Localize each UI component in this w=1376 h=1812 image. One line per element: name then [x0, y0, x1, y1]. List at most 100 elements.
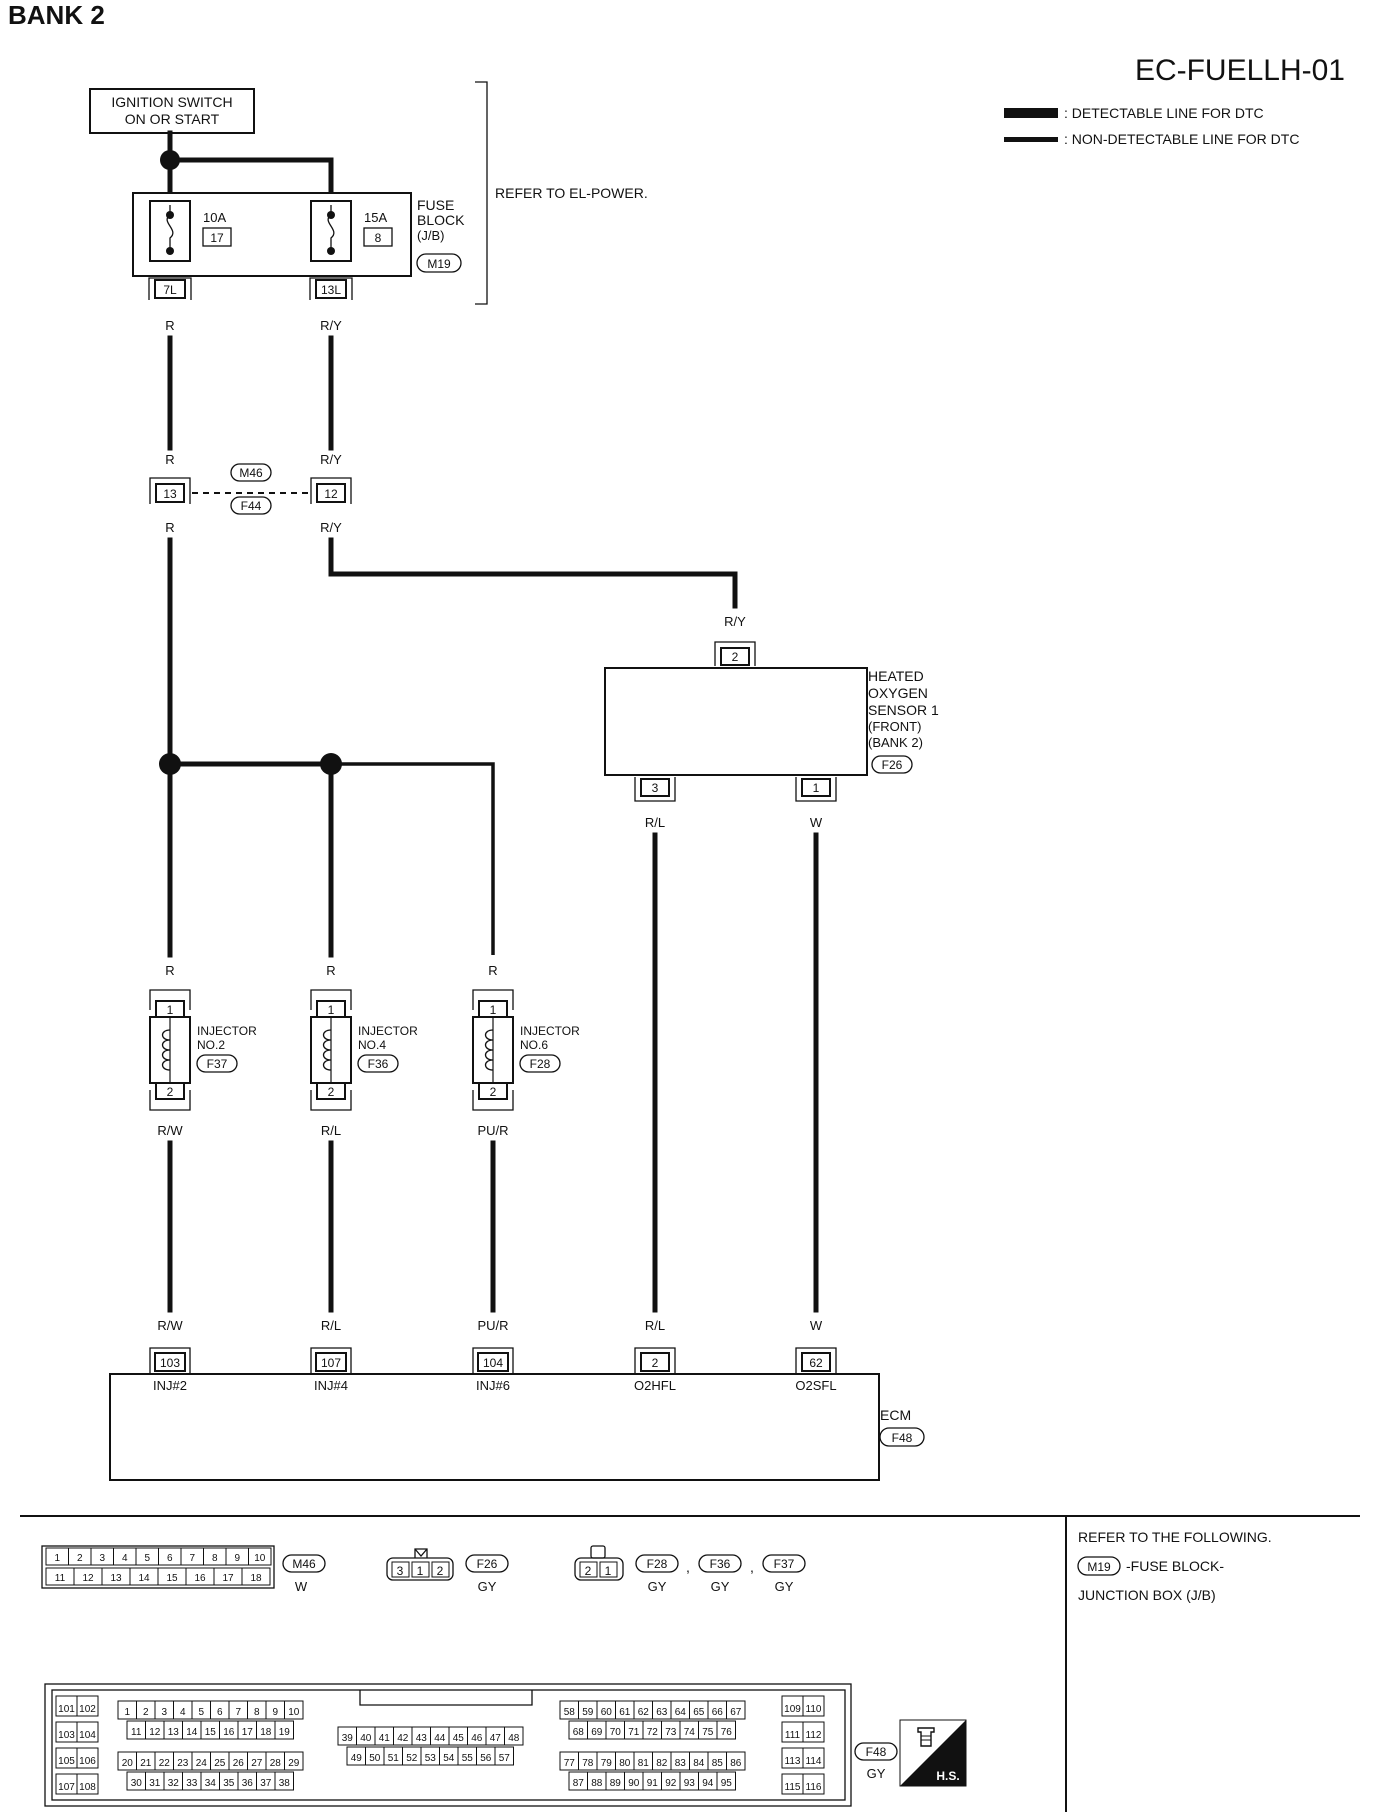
ecm-right-pin-label: 110: [806, 1704, 822, 1715]
ecm-right-cell: [802, 1695, 825, 1717]
o2-l4: (FRONT): [868, 719, 921, 734]
ecm-b2r1-pin-label: 40: [360, 1733, 372, 1744]
ecm-right-pin-label: 113: [785, 1756, 801, 1767]
refer-line3: JUNCTION BOX (J/B): [1078, 1587, 1216, 1603]
ecm-box: [109, 1373, 880, 1481]
ecm-left-pin-label: 103: [58, 1730, 75, 1741]
ecm-b1r3-pin-label: 25: [214, 1758, 226, 1769]
m46-frame: [41, 1545, 275, 1589]
fuse-b-num: 8: [375, 231, 382, 245]
wire-label-ry-2: R/Y: [320, 452, 342, 467]
ecm-b3r1-pin-label: 62: [638, 1707, 650, 1718]
ecm-b1r3-pin-label: 26: [233, 1758, 245, 1769]
ecm-b3r2-pin-label: 72: [647, 1727, 659, 1738]
inj6-conn-badge: [519, 1054, 561, 1073]
inj6-conn: F28: [530, 1057, 551, 1071]
ecm-b2r1-pin-label: 48: [508, 1733, 520, 1744]
ecm-b3r1-pin-label: 66: [712, 1707, 724, 1718]
ecm-b3r2-pin-label: 71: [628, 1727, 640, 1738]
ecm-b1r1-pin-label: 2: [143, 1707, 149, 1718]
wires-o2-to-ecm: [652, 832, 819, 1313]
ecm-right-pin-label: 109: [784, 1704, 801, 1715]
o2-pin-right: 1: [813, 781, 820, 795]
ecm-b3r3-pin-label: 82: [656, 1758, 668, 1769]
m46-badge: [282, 1554, 326, 1573]
harness-badge-top: [230, 463, 272, 482]
ecm-b1r2-pin-label: 12: [149, 1727, 161, 1738]
ecm-label: ECM: [880, 1407, 911, 1423]
ecm-left-cell: [76, 1747, 99, 1769]
ecm-right-pin-label: 115: [785, 1782, 801, 1793]
ecm-b1r4-pin-label: 32: [168, 1778, 180, 1789]
ecm-pin-name-inj4: INJ#4: [314, 1378, 348, 1393]
wire-label-rl-2: R/L: [321, 1318, 341, 1333]
hs-label: H.S.: [936, 1769, 959, 1783]
ecm-b2r1-pin-label: 46: [471, 1733, 483, 1744]
ecm-b3r1-pin-label: 67: [730, 1707, 742, 1718]
fuse-15a: [310, 200, 352, 262]
ecm-b3r3-pin-label: 79: [601, 1758, 613, 1769]
m46-bottom-pin-label: 12: [82, 1573, 94, 1584]
wire-label-pur-1: PU/R: [477, 1123, 508, 1138]
fuse-block-l1: FUSE: [417, 197, 454, 213]
wire-label-rw-1: R/W: [157, 1123, 183, 1138]
ecm-pin-num-inj4: 107: [321, 1356, 341, 1370]
inj4-conn-badge: [357, 1054, 399, 1073]
ecm-b3r4-pin-label: 87: [573, 1778, 585, 1789]
fuse-b-num-box: [363, 227, 393, 247]
ecm-conn: F48: [892, 1431, 913, 1445]
ecm-b1r1-pin-label: 6: [217, 1707, 223, 1718]
wires-inj-to-ecm: [167, 1140, 496, 1313]
inj4-l1: INJECTOR: [358, 1024, 418, 1038]
ecm-b3r1-pin-label: 58: [564, 1707, 576, 1718]
m46-top-pin-label: 8: [212, 1553, 218, 1564]
inj2-l2: NO.2: [197, 1038, 225, 1052]
inj2-pin2: 2: [167, 1085, 174, 1099]
ecm-b1r4-pin-label: 34: [205, 1778, 217, 1789]
ecm-b1r1-pin-label: 4: [180, 1707, 186, 1718]
ecm-b2r2-pin-label: 52: [406, 1753, 418, 1764]
m46-conn: M46: [292, 1557, 316, 1571]
ecm-b1r2-pin-label: 13: [168, 1727, 180, 1738]
inj2-conn: F37: [207, 1057, 228, 1071]
ecm-left-cell: [76, 1721, 99, 1743]
harness-conn-bot: F44: [241, 499, 262, 513]
ecm-left-pin-label: 105: [58, 1756, 75, 1767]
injector-connector-face: [574, 1545, 624, 1581]
fuse-terminal-7l: [148, 277, 192, 300]
ecm-b3r2-cell: [716, 1720, 736, 1740]
ecm-b1r1-pin-label: 5: [198, 1707, 204, 1718]
ecm-b3r3-pin-label: 85: [712, 1758, 724, 1769]
f48-conn: F48: [866, 1745, 887, 1759]
m46-top-pin-label: 5: [144, 1553, 150, 1564]
ecm-b1r1-pin-label: 9: [272, 1707, 278, 1718]
o2-l5: (BANK 2): [868, 735, 923, 750]
m46-top-cell: [248, 1547, 272, 1566]
o2-l2: OXYGEN: [868, 685, 928, 701]
m46-top-pin-label: 9: [234, 1553, 240, 1564]
o2-conn-badge: [871, 755, 913, 774]
o2-bottom-connector-right: [795, 777, 837, 802]
ecm-b3r2-pin-label: 69: [591, 1727, 603, 1738]
m46-top-pin-label: 10: [254, 1553, 266, 1564]
ignition-switch-box: [89, 88, 255, 134]
ecm-pin-name-o2sfl: O2SFL: [795, 1378, 836, 1393]
fuse-a-amp: 10A: [203, 210, 226, 225]
wire-label-ry-3: R/Y: [320, 520, 342, 535]
ecm-b2r2-cell: [494, 1746, 514, 1766]
ecm-left-pin-label: 108: [79, 1782, 96, 1793]
m46-top-pin-label: 6: [167, 1553, 173, 1564]
f26-pin-b: 1: [417, 1564, 424, 1578]
ecm-b2r2-pin-label: 50: [369, 1753, 381, 1764]
wire-label-r-3: R: [165, 520, 174, 535]
ecm-right-pin-label: 111: [785, 1730, 801, 1741]
ecm-left-pin-label: 104: [79, 1730, 96, 1741]
m46-bottom-pin-label: 11: [55, 1573, 66, 1584]
o2-bottom-connector-left: [634, 777, 676, 802]
inj2-pin1: 1: [167, 1003, 174, 1017]
ecm-b2r1-cell: [504, 1726, 524, 1746]
ecm-b2r1-pin-label: 39: [342, 1733, 354, 1744]
fuse-10a: [149, 200, 191, 262]
ecm-pin-name-inj2: INJ#2: [153, 1378, 187, 1393]
